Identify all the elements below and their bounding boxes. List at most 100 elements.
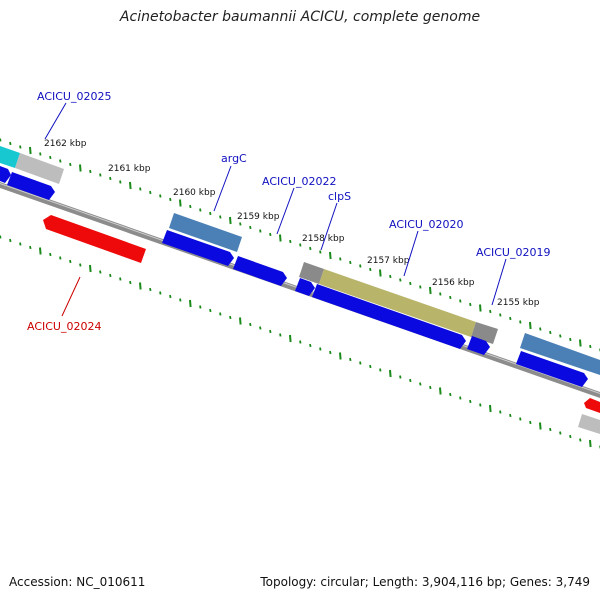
minor-tick [169,197,172,202]
minor-tick [309,343,312,348]
minor-tick [359,264,362,268]
topology-text: Topology: circular; Length: 3,904,116 bp… [260,575,590,589]
gene-label[interactable]: ACICU_02025 [37,90,111,103]
major-tick [139,282,142,290]
gene-bar-ACICU-02019[interactable] [520,333,600,375]
minor-tick [0,138,2,142]
outer-tick-row [0,138,600,352]
minor-tick [99,270,102,274]
leader-line [44,102,67,140]
gene-bar-argC[interactable] [169,213,242,252]
major-tick [479,304,482,312]
major-tick [589,439,592,448]
cds-arrow[interactable] [295,278,315,296]
minor-tick [589,344,592,349]
major-tick [239,317,242,325]
gene-labels: ACICU_02025 argC ACICU_02022 clpS ACICU_0202… [27,90,550,333]
gene-bar-cyan[interactable] [0,146,20,168]
minor-tick [409,378,412,383]
minor-tick [59,159,62,163]
minor-tick [349,357,352,362]
gene-label[interactable]: ACICU_02019 [476,246,550,259]
map-title: Acinetobacter baumannii ACICU, complete … [119,9,481,25]
cds-reverse-row [43,215,600,434]
minor-tick [239,222,242,226]
minor-tick [219,215,222,219]
minor-tick [569,434,572,439]
minor-tick [389,274,392,279]
cds-arrow[interactable] [312,284,466,349]
minor-tick [559,431,562,435]
minor-tick [449,295,452,300]
minor-tick [429,385,432,390]
gene-label[interactable]: ACICU_02022 [262,175,336,188]
gene-bar-lightgray-lower[interactable] [578,414,600,434]
minor-tick [99,173,102,177]
gene-bar-lightgray[interactable] [15,153,64,184]
major-tick [289,334,292,343]
minor-tick [439,292,442,296]
cds-arrow[interactable] [0,166,11,183]
gene-label[interactable]: argC [221,152,247,165]
minor-tick [509,316,512,321]
minor-tick [349,260,352,265]
minor-tick [519,320,522,324]
minor-tick [519,417,522,421]
gene-bar-gray-clpS[interactable] [299,262,324,284]
cds-forward-row [0,166,588,387]
minor-tick [329,350,332,355]
cds-arrow[interactable] [467,336,490,355]
leader-line [61,276,81,317]
major-tick [539,422,542,430]
minor-tick [459,299,462,303]
cds-arrow-reverse[interactable] [584,398,600,413]
major-tick [129,181,132,190]
minor-tick [49,155,52,160]
gene-bar-olive[interactable] [319,269,476,337]
cds-arrow[interactable] [516,351,588,387]
minor-tick [79,263,82,267]
minor-tick [549,330,552,335]
cds-arrow[interactable] [233,256,287,286]
tick-label: 2162 kbp [44,139,87,149]
gene-label[interactable]: ACICU_02020 [389,218,463,231]
major-tick [79,164,82,172]
minor-tick [529,420,532,425]
major-tick [329,251,332,260]
minor-tick [9,141,12,146]
gene-label[interactable]: clpS [328,190,351,203]
minor-tick [559,334,562,338]
minor-tick [159,291,162,295]
minor-tick [449,392,452,397]
minor-tick [309,246,312,251]
minor-tick [169,294,172,299]
minor-tick [299,243,302,247]
major-tick [429,286,432,295]
minor-tick [469,399,472,404]
minor-tick [189,204,192,209]
minor-tick [119,180,122,184]
minor-tick [209,308,212,313]
minor-tick [409,281,412,286]
cds-arrow-reverse[interactable] [43,215,146,263]
gene-label[interactable]: ACICU_02024 [27,320,101,333]
tick-label: 2160 kbp [173,188,216,198]
minor-tick [269,329,272,334]
minor-tick [69,162,72,167]
minor-tick [249,322,252,327]
minor-tick [479,403,482,407]
minor-tick [359,361,362,365]
cds-arrow[interactable] [162,230,234,266]
minor-tick [119,277,122,281]
minor-tick [489,309,492,314]
leader-lines [44,102,507,317]
major-tick [29,146,32,155]
minor-tick [49,252,52,257]
leader-line [276,187,295,235]
minor-tick [549,427,552,432]
minor-tick [379,368,382,372]
cds-arrow[interactable] [7,172,55,200]
minor-tick [289,239,292,244]
major-tick [179,199,182,207]
